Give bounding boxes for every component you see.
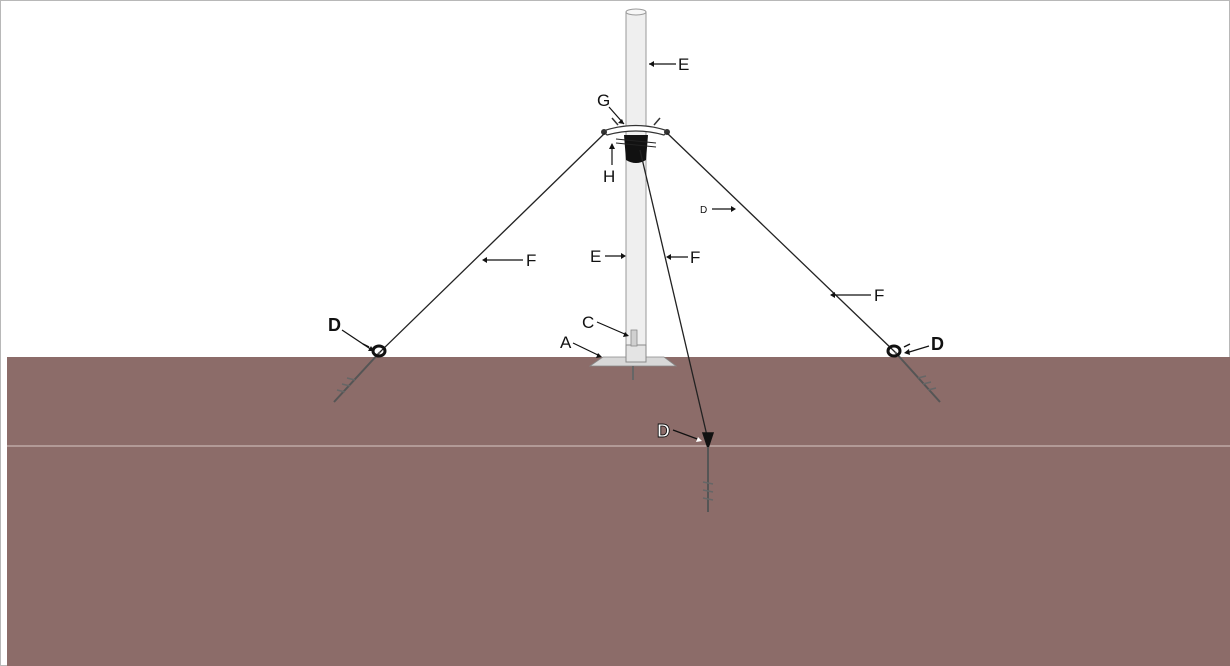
label-d-wire: D	[700, 205, 707, 216]
leader-arrows	[341, 61, 930, 442]
guy-wire-left	[379, 132, 606, 353]
label-a: A	[560, 333, 572, 352]
label-d-center: D	[657, 421, 670, 441]
label-f-left: F	[526, 251, 536, 270]
ground-anchor-icon	[886, 343, 941, 403]
label-f-right: F	[874, 286, 884, 305]
guy-wires	[379, 132, 896, 441]
label-e-top: E	[678, 55, 689, 74]
guy-wire-center	[639, 149, 709, 441]
guy-wire-right	[666, 132, 896, 353]
ground	[7, 357, 1230, 666]
mast-pole-icon	[625, 8, 647, 363]
label-e-mid: E	[590, 247, 601, 266]
label-h: H	[603, 167, 615, 186]
label-d-right: D	[931, 334, 944, 354]
guy-ring-icon	[601, 117, 670, 136]
mast-clamp-icon	[615, 135, 657, 163]
label-c: C	[582, 313, 594, 332]
ground-anchor-icon	[701, 432, 715, 512]
label-f-center: F	[690, 248, 700, 267]
label-d-left: D	[328, 315, 341, 335]
label-g: G	[597, 91, 610, 110]
